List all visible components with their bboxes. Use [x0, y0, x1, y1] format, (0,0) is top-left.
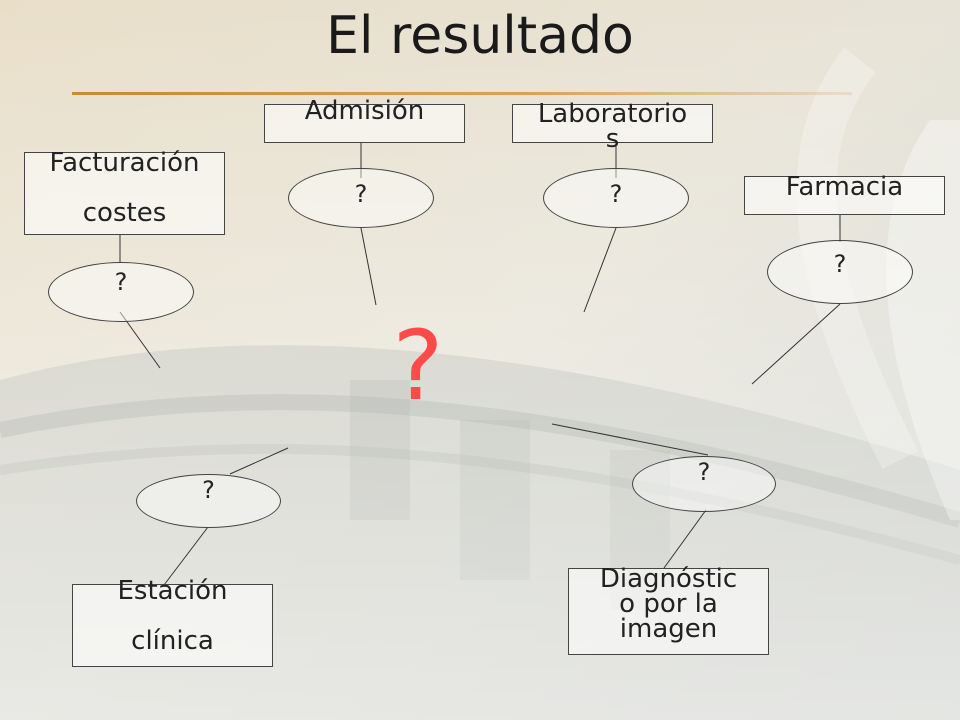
- admision-label: Admisión: [304, 96, 425, 126]
- laboratorios-oval: [543, 168, 689, 228]
- admision-question: ?: [354, 180, 368, 208]
- slide-title: El resultado: [326, 6, 634, 66]
- facturacion-box: [24, 152, 225, 235]
- diagnostico-label-line1: Diagnóstic: [599, 564, 738, 594]
- diagnostico-box: [568, 568, 769, 655]
- estacion-label-line2: clínica: [131, 626, 214, 656]
- admision-oval: [288, 168, 434, 228]
- facturacion-question: ?: [114, 268, 128, 296]
- diagnostico-oval: [632, 456, 776, 512]
- laboratorios-question: ?: [609, 180, 623, 208]
- estacion-oval: [136, 474, 281, 528]
- farmacia-label: Farmacia: [785, 172, 904, 202]
- facturacion-oval: [48, 262, 194, 322]
- diagnostico-label-line2: o por la: [619, 589, 718, 619]
- diagnostico-label-line3: imagen: [619, 614, 718, 644]
- estacion-label-line1: Estación: [117, 576, 228, 606]
- center-question-mark: ?: [392, 310, 444, 422]
- farmacia-box: [744, 176, 945, 215]
- estacion-question: ?: [202, 476, 215, 504]
- laboratorios-label-line2: s: [605, 124, 620, 154]
- farmacia-question: ?: [833, 250, 847, 278]
- estacion-box: [72, 584, 273, 667]
- facturacion-label-line1: Facturación: [49, 148, 200, 178]
- farmacia-oval: [767, 240, 913, 304]
- laboratorios-label-line1: Laboratorio: [537, 99, 688, 129]
- diagnostico-question: ?: [697, 458, 711, 486]
- laboratorios-box: [512, 104, 713, 143]
- title-divider: [72, 92, 852, 95]
- admision-box: [264, 104, 465, 143]
- facturacion-label-line2: costes: [82, 198, 167, 228]
